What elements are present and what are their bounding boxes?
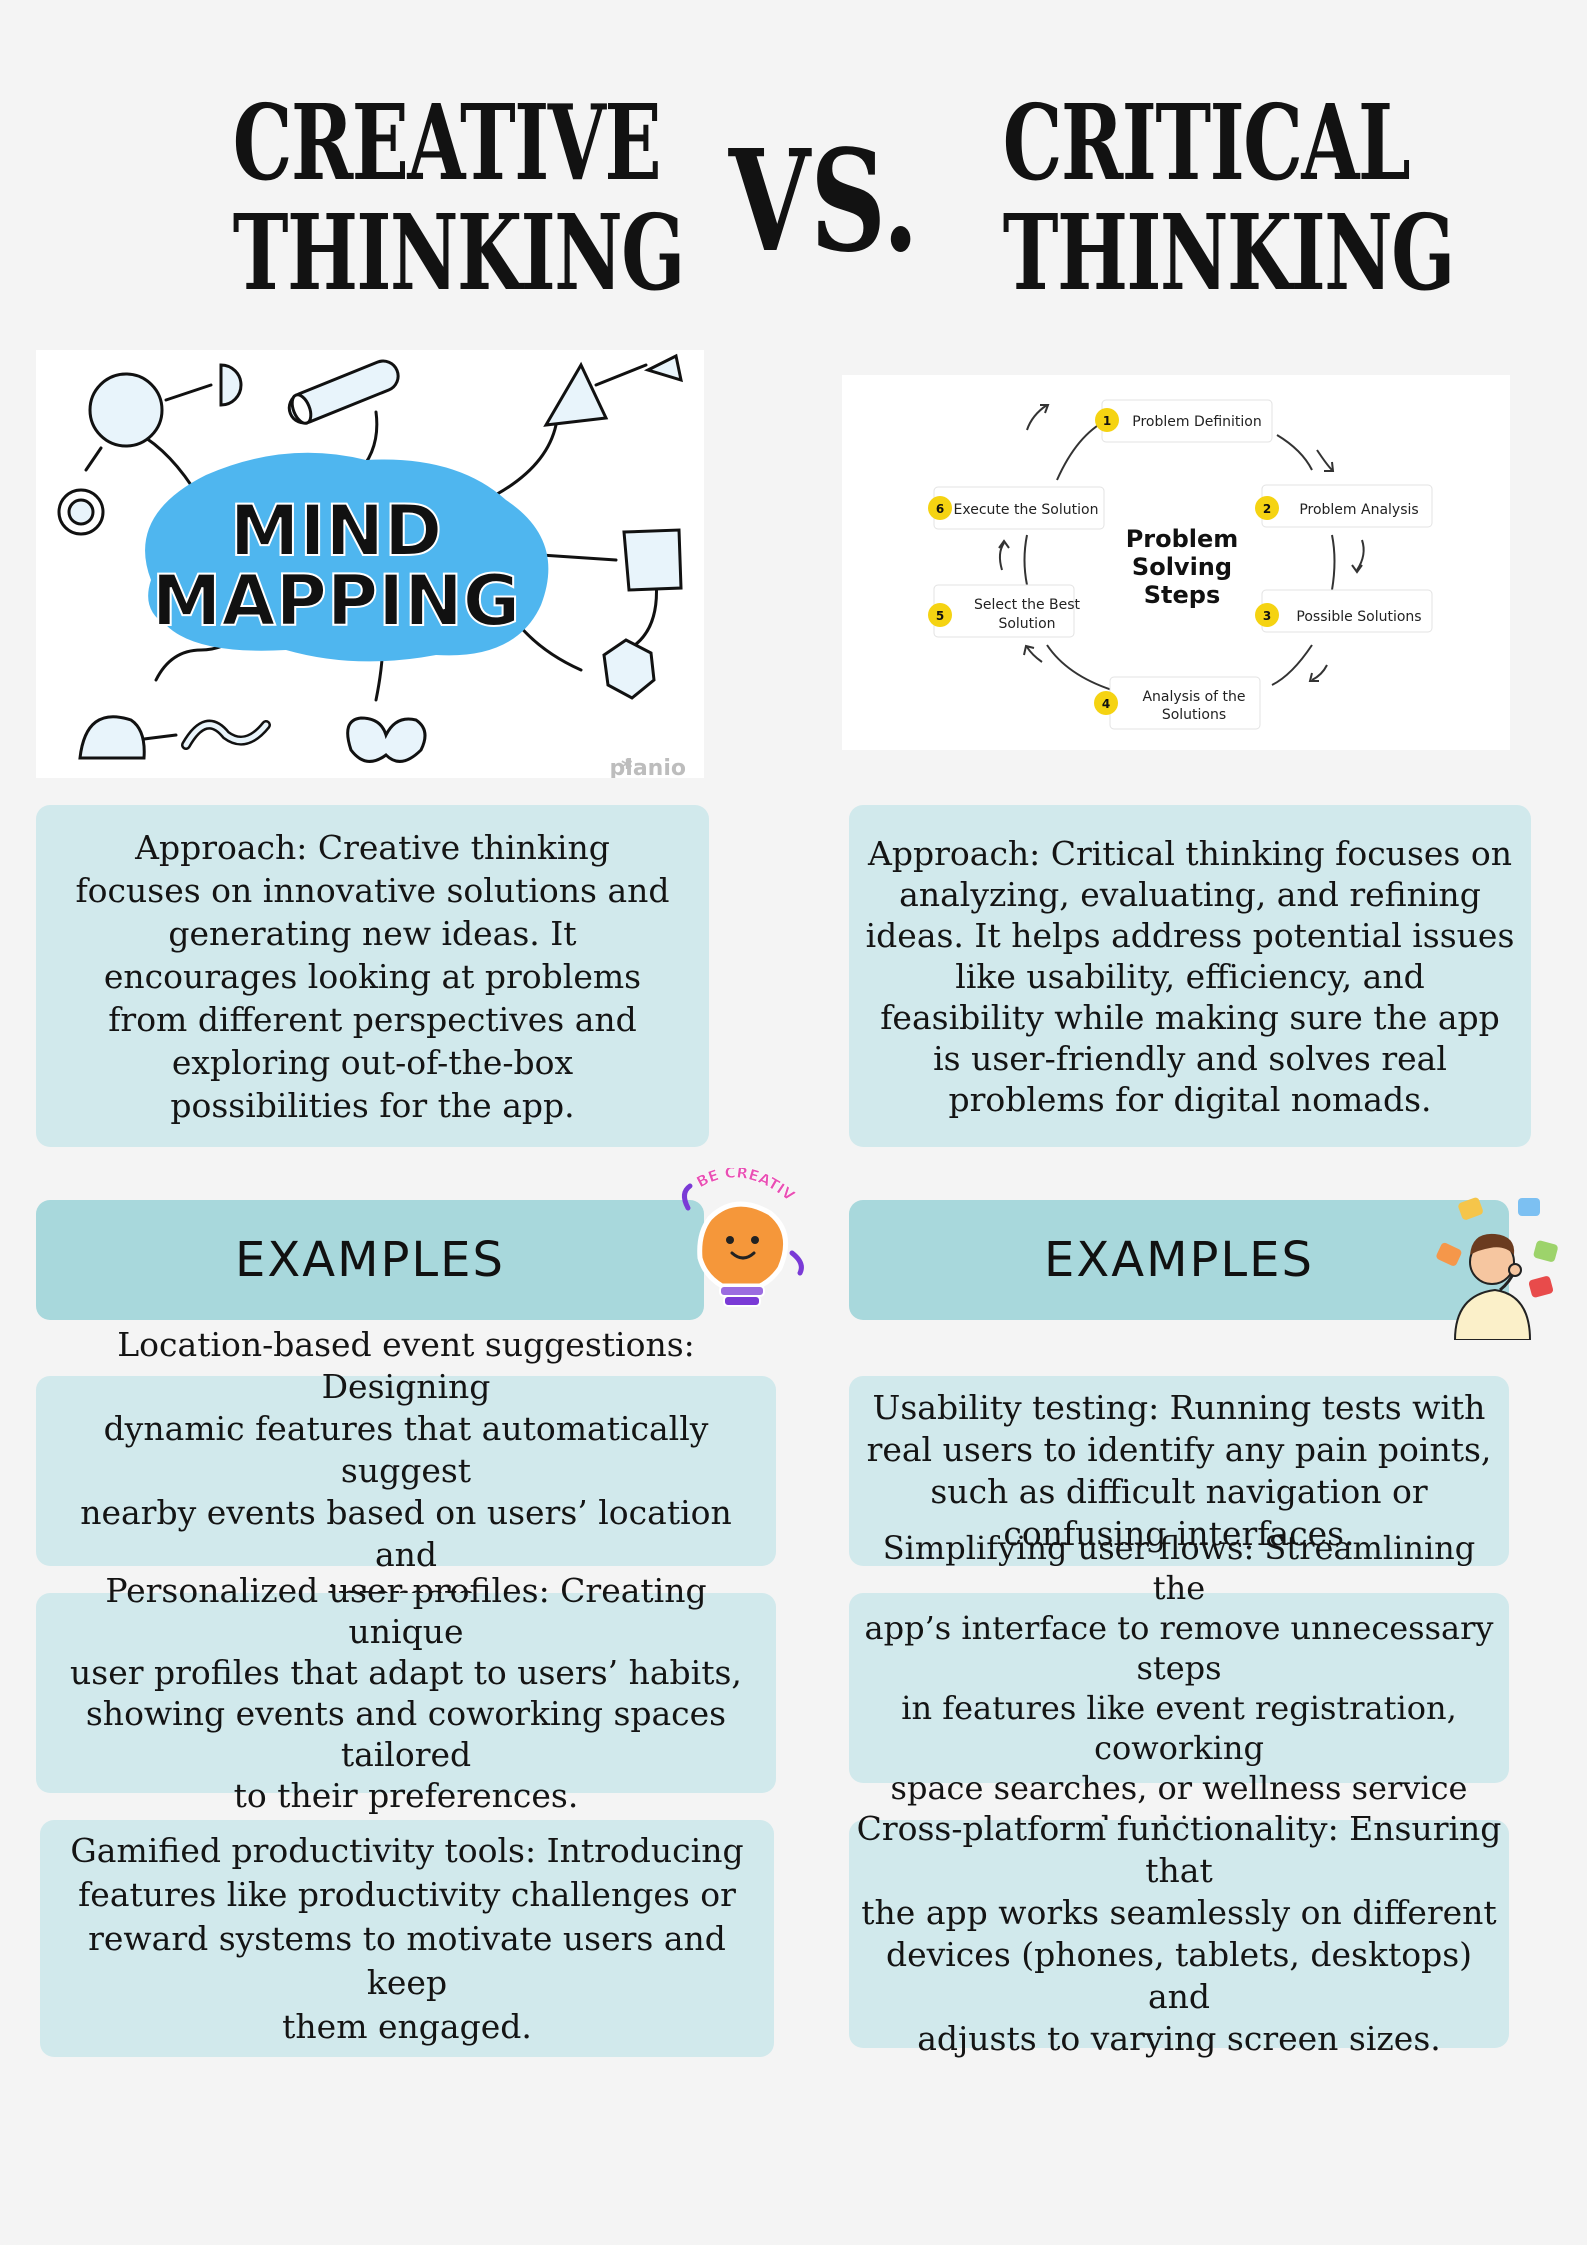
approach-line: generating new ideas. It — [168, 913, 577, 953]
step-label: Analysis of the — [1142, 689, 1245, 705]
example-line: features like productivity challenges or — [78, 1874, 736, 1914]
example-line: Cross-platform functionality: Ensuring t… — [856, 1809, 1502, 1890]
step-number: 1 — [1103, 414, 1111, 428]
sticker-text: BE CREATIVE — [655, 1154, 799, 1205]
step-label: Problem Analysis — [1299, 502, 1418, 518]
step-3: 3 Possible Solutions — [1255, 589, 1433, 633]
mind-map-blob — [145, 452, 549, 662]
mapping-word: MAPPING — [152, 560, 521, 642]
critical-example-1: Usability testing: Running tests with re… — [849, 1376, 1509, 1566]
example-line: Personalized user profiles: Creating uni… — [105, 1571, 707, 1651]
title-line: THINKING — [1002, 191, 1455, 314]
example-line: such as difficult navigation or — [930, 1472, 1428, 1511]
example-line: dynamic features that automatically sugg… — [103, 1409, 709, 1490]
approach-line: from different perspectives and — [108, 999, 637, 1039]
approach-line: feasibility while making sure the app — [880, 997, 1500, 1037]
title-line: CRITICAL — [1002, 81, 1411, 204]
example-line: Usability testing: Running tests with — [872, 1388, 1486, 1427]
title-line: CREATIVE — [232, 81, 662, 204]
step-label: Execute the Solution — [954, 502, 1099, 518]
approach-line: exploring out-of-the-box — [171, 1042, 574, 1082]
approach-line: like usability, efficiency, and — [955, 956, 1425, 996]
step-number: 2 — [1263, 502, 1271, 516]
creative-example-1: Location-based event suggestions: Design… — [36, 1325, 776, 1616]
mind-mapping-image: MIND MAPPING planio * — [36, 350, 704, 778]
example-line: Location-based event suggestions: Design… — [117, 1325, 695, 1406]
step-label: Solutions — [1162, 707, 1226, 723]
critical-example-2: Simplifying user flows: Streamlining the… — [849, 1529, 1509, 1847]
title-creative-thinking: CREATIVE THINKING — [232, 81, 685, 314]
be-creative-sticker: BE CREATIVE — [655, 1154, 820, 1318]
approach-line: possibilities for the app. — [170, 1085, 575, 1125]
step-label: Possible Solutions — [1296, 609, 1421, 625]
step-2: 2 Problem Analysis — [1255, 484, 1433, 528]
center-line: Solving — [1132, 553, 1232, 581]
approach-line: encourages looking at problems — [103, 956, 642, 996]
example-line: the app works seamlessly on different — [861, 1893, 1497, 1932]
mind-word: MIND — [230, 490, 442, 572]
step-number: 4 — [1102, 697, 1110, 711]
step-4: 4 Analysis of the Solutions — [1094, 676, 1261, 730]
title-line: THINKING — [232, 191, 685, 314]
step-number: 5 — [936, 609, 944, 623]
step-label: Problem Definition — [1132, 414, 1261, 430]
example-line: in features like event registration, cow… — [901, 1689, 1457, 1767]
center-line: Steps — [1144, 581, 1221, 609]
step-label: Select the Best — [974, 597, 1081, 613]
approach-line: ideas. It helps address potential issues — [865, 915, 1515, 955]
title-critical-thinking: CRITICAL THINKING — [1002, 81, 1455, 314]
approach-line: Approach: Critical thinking focuses on — [868, 833, 1512, 873]
approach-line: problems for digital nomads. — [948, 1079, 1432, 1119]
center-line: Problem — [1126, 525, 1239, 553]
approach-line: Approach: Creative thinking — [135, 827, 610, 867]
example-line: nearby events based on users’ location a… — [80, 1493, 732, 1574]
approach-line: focuses on innovative solutions and — [75, 870, 670, 910]
approach-line: is user-friendly and solves real — [933, 1038, 1447, 1078]
step-1: 1 Problem Definition — [1095, 399, 1273, 443]
problem-solving-illustration: Problem Solving Steps 1 Problem Definiti… — [928, 399, 1433, 730]
step-number: 3 — [1263, 609, 1271, 623]
step-6: 6 Execute the Solution — [928, 486, 1105, 530]
lightbulb-icon: BE CREATIVE — [655, 1154, 804, 1307]
example-line: Gamified productivity tools: Introducing — [70, 1830, 744, 1870]
example-line: confusing interfaces. — [1003, 1514, 1355, 1553]
svg-text:BE CREATIVE: BE CREATIVE — [660, 1168, 798, 1205]
creative-example-3: Gamified productivity tools: Introducing… — [40, 1820, 774, 2057]
critical-examples-heading: EXAMPLES — [849, 1200, 1509, 1320]
example-line: devices (phones, tablets, desktops) and — [885, 1935, 1473, 2016]
example-line: to their preferences. — [233, 1776, 579, 1815]
critical-approach-box: Approach: Critical thinking focuses on a… — [849, 805, 1531, 1147]
step-number: 6 — [936, 502, 944, 516]
example-line: real users to identify any pain points, — [866, 1430, 1492, 1469]
thinking-person-icon — [1436, 1197, 1558, 1341]
title-vs: VS. — [728, 120, 919, 284]
mind-map-illustration: MIND MAPPING planio * — [57, 353, 686, 778]
example-line: user profiles that adapt to users’ habit… — [70, 1653, 742, 1692]
step-5: 5 Select the Best Solution — [928, 584, 1081, 638]
example-line: adjusts to varying screen sizes. — [917, 2019, 1441, 2058]
creative-approach-box: Approach: Creative thinking focuses on i… — [36, 805, 709, 1147]
example-line: Simplifying user flows: Streamlining the — [882, 1529, 1476, 1607]
creative-example-2: Personalized user profiles: Creating uni… — [36, 1571, 776, 1815]
critical-example-3: Cross-platform functionality: Ensuring t… — [849, 1809, 1509, 2058]
creative-examples-heading: EXAMPLES — [36, 1200, 704, 1320]
example-line: reward systems to motivate users and kee… — [88, 1918, 726, 2002]
example-line: app’s interface to remove unnecessary st… — [864, 1609, 1494, 1687]
example-line: showing events and coworking spaces tail… — [85, 1694, 727, 1774]
step-label: Solution — [998, 616, 1055, 632]
problem-solving-diagram: Problem Solving Steps 1 Problem Definiti… — [842, 375, 1510, 750]
approach-line: analyzing, evaluating, and refining — [899, 874, 1481, 914]
asterisk-icon: * — [621, 756, 633, 778]
planio-watermark: planio — [610, 756, 686, 778]
example-line: them engaged. — [282, 2006, 532, 2046]
thinking-person-sticker — [1430, 1190, 1570, 1341]
